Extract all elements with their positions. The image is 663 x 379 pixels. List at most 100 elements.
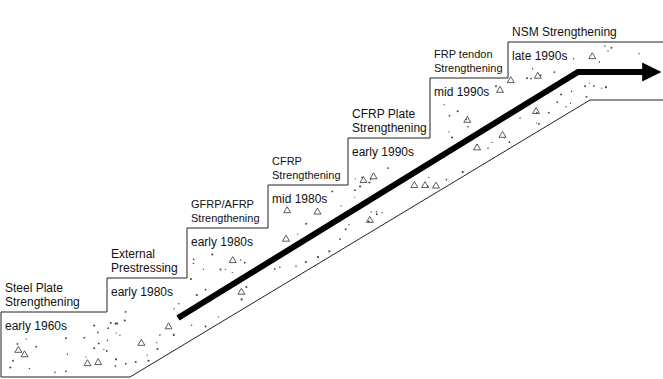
aggregate-mark [232, 272, 233, 273]
period-label: mid 1990s [434, 85, 489, 99]
aggregate-mark [495, 85, 497, 87]
method-label: FRP tendon Strengthening [434, 47, 505, 75]
aggregate-mark [211, 253, 213, 255]
aggregate-mark [345, 228, 347, 230]
aggregate-mark [93, 347, 95, 349]
aggregate-mark [305, 261, 307, 263]
aggregate-mark [474, 144, 481, 150]
aggregate-mark [314, 208, 321, 214]
aggregate-mark [533, 108, 540, 114]
aggregate-mark [538, 123, 540, 125]
period-label: late 1990s [512, 49, 567, 63]
aggregate-mark [449, 115, 451, 117]
aggregate-mark [147, 360, 149, 362]
aggregate-mark [368, 181, 370, 183]
aggregate-mark [220, 269, 222, 271]
aggregate-mark [446, 179, 448, 181]
method-label: External Prestressing [111, 247, 184, 275]
aggregate-mark [116, 332, 117, 333]
aggregate-mark [331, 190, 333, 192]
aggregate-mark [560, 93, 562, 95]
aggregate-mark [156, 348, 158, 350]
method-label: CFRP Plate Strengthening [352, 107, 427, 135]
aggregate-mark [98, 343, 100, 345]
period-label: early 1990s [352, 145, 414, 159]
aggregate-mark [84, 360, 91, 366]
aggregate-mark [238, 288, 245, 294]
aggregate-mark [196, 294, 198, 296]
aggregate-mark [556, 101, 558, 103]
aggregate-mark [601, 88, 602, 89]
aggregate-mark [519, 117, 521, 119]
period-label: early 1980s [111, 285, 173, 299]
method-label: CFRP Strengthening [272, 154, 345, 182]
aggregate-mark [110, 322, 112, 324]
aggregate-mark [571, 91, 573, 93]
aggregate-mark [370, 173, 377, 179]
aggregate-mark [125, 311, 127, 313]
aggregate-mark [115, 358, 117, 360]
aggregate-mark [451, 136, 453, 138]
aggregate-mark [191, 325, 193, 327]
aggregate-mark [85, 356, 86, 357]
aggregate-mark [339, 238, 341, 240]
aggregate-mark [359, 185, 361, 187]
aggregate-mark [589, 82, 590, 83]
aggregate-mark [599, 61, 601, 63]
aggregate-mark [244, 262, 246, 264]
period-label: early 1960s [5, 319, 67, 333]
aggregate-mark [93, 324, 95, 326]
method-label: GFRP/AFRP Strengthening [191, 197, 265, 225]
aggregate-mark [376, 211, 378, 213]
aggregate-mark [17, 343, 19, 345]
aggregate-mark [584, 85, 586, 87]
aggregate-mark [193, 263, 195, 265]
aggregate-mark [422, 182, 429, 188]
aggregate-mark [532, 68, 533, 69]
aggregate-mark [67, 354, 69, 356]
aggregate-mark [65, 370, 67, 372]
aggregate-mark [295, 266, 297, 268]
aggregate-mark [487, 147, 489, 149]
aggregate-mark [381, 212, 382, 213]
aggregate-mark [428, 177, 429, 178]
aggregate-mark [548, 112, 550, 114]
aggregate-mark [115, 322, 117, 324]
aggregate-mark [125, 363, 127, 365]
aggregate-mark [604, 45, 605, 46]
aggregate-mark [605, 86, 607, 88]
staircase-outline [1, 42, 663, 377]
aggregate-mark [536, 112, 538, 114]
aggregate-mark [348, 224, 349, 225]
aggregate-mark [138, 339, 145, 345]
aggregate-mark [565, 106, 566, 107]
aggregate-mark [165, 323, 172, 329]
aggregate-mark [611, 47, 613, 49]
aggregate-mark [173, 334, 175, 336]
aggregate-mark [95, 359, 102, 365]
aggregate-mark [499, 131, 506, 137]
aggregate-mark [203, 269, 204, 270]
aggregate-mark [526, 77, 528, 79]
aggregate-mark [534, 72, 541, 78]
aggregate-mark [274, 268, 276, 270]
period-label: early 1980s [191, 235, 253, 249]
aggregate-mark [29, 368, 30, 369]
aggregate-mark [585, 96, 587, 98]
aggregate-mark [464, 116, 471, 122]
aggregate-mark [279, 267, 281, 269]
aggregate-mark [433, 182, 440, 188]
aggregate-mark [12, 360, 14, 362]
aggregate-mark [297, 233, 298, 234]
aggregate-mark [466, 119, 468, 121]
aggregate-mark [218, 316, 219, 317]
aggregate-mark [190, 278, 192, 280]
aggregate-mark [103, 349, 104, 350]
aggregate-mark [570, 103, 571, 104]
aggregate-mark [9, 366, 11, 368]
aggregate-mark [376, 213, 378, 215]
aggregate-mark [638, 53, 639, 54]
aggregate-mark [178, 303, 180, 305]
aggregate-mark [354, 189, 356, 191]
aggregate-mark [593, 85, 595, 87]
